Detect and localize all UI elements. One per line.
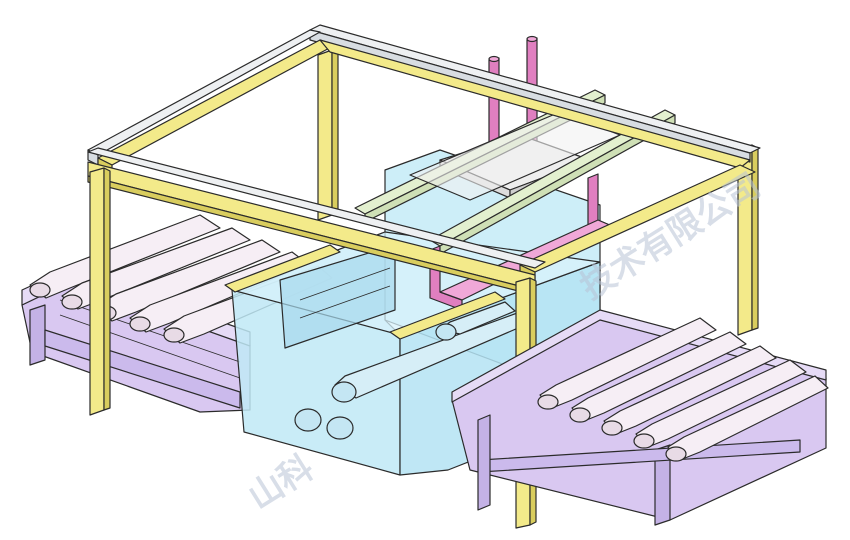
submerged-pipe [294, 408, 354, 440]
right-rack-post [477, 414, 491, 511]
right-rollers [537, 317, 829, 462]
submerged-pipe [435, 301, 516, 341]
tank-guide-rails [224, 244, 506, 340]
roller [29, 214, 221, 299]
guide-rail-right [389, 291, 506, 340]
right-rack-front-leg [654, 444, 671, 526]
roller [569, 331, 747, 423]
left-rack-front-leg [29, 304, 46, 366]
roller [601, 345, 777, 436]
yellow-beam-left [97, 39, 336, 166]
right-roller-conveyor [451, 309, 829, 526]
gantry-cross-bars [354, 89, 676, 255]
back-frame-posts [317, 49, 759, 336]
top-beam-left [87, 29, 321, 156]
roller [665, 375, 829, 462]
guide-rail-left [224, 244, 341, 293]
frame-post-front-left [89, 167, 105, 416]
tank-cradle [279, 244, 396, 349]
top-beam-front [87, 147, 546, 269]
roller [633, 359, 807, 449]
cross-bar-mid [409, 111, 621, 201]
frame-post-back-left [317, 49, 333, 221]
watermark-left-text: 山科 [242, 448, 321, 518]
roller [537, 317, 717, 410]
top-frame [87, 24, 761, 295]
